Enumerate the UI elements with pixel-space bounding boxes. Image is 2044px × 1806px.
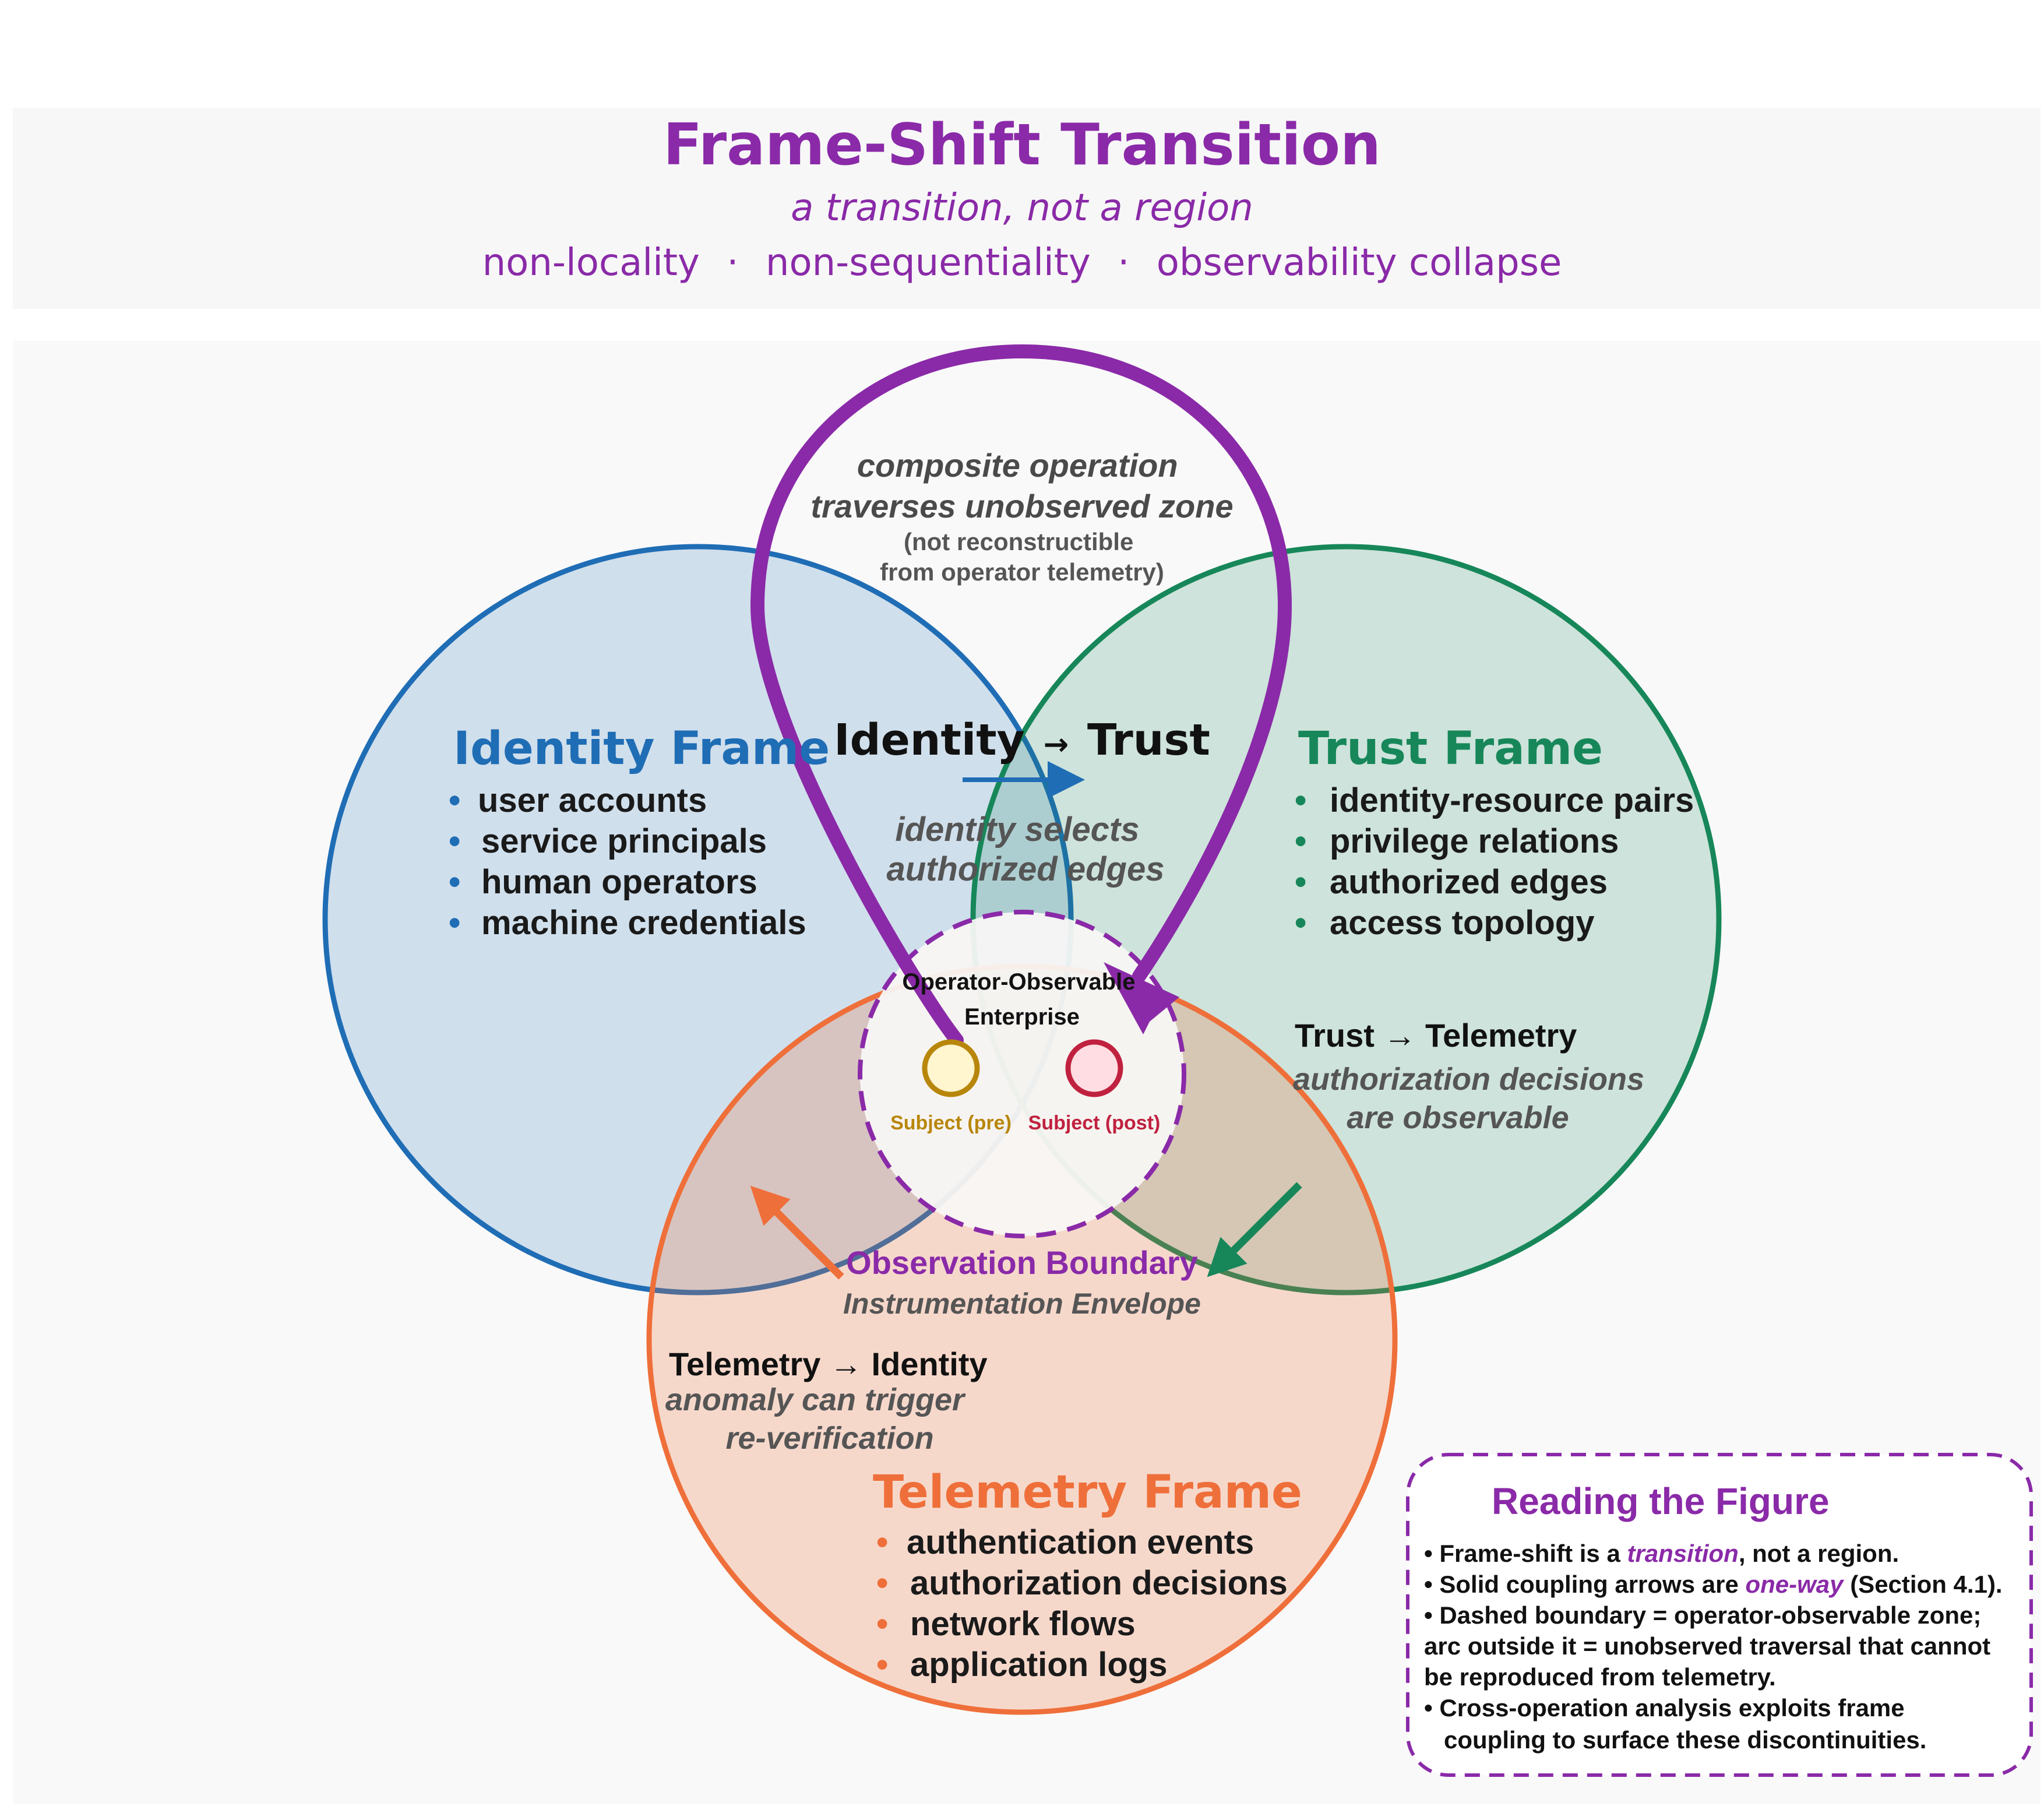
legend-line: be reproduced from telemetry. bbox=[1424, 1663, 1776, 1691]
list-bullet: • bbox=[1295, 863, 1306, 901]
legend-line: • Solid coupling arrows are one-way (Sec… bbox=[1424, 1571, 2003, 1598]
legend-line: • Dashed boundary = operator-observable … bbox=[1424, 1601, 1981, 1629]
list-bullet: • bbox=[449, 904, 460, 942]
trust-telemetry-note: authorization decisions are observable bbox=[1293, 1062, 1653, 1135]
legend-line: arc outside it = unobserved traversal th… bbox=[1424, 1632, 1990, 1660]
legend-box: Reading the Figure • Frame-shift is a tr… bbox=[1406, 1453, 2033, 1777]
keyword-line: non-locality · non-sequentiality · obser… bbox=[482, 241, 1562, 284]
keyword-non-sequentiality: non-sequentiality bbox=[766, 241, 1091, 284]
identity-frame-list: • user accounts • service principals • h… bbox=[449, 781, 806, 942]
list-item: service principals bbox=[481, 822, 767, 860]
list-item: human operators bbox=[481, 863, 757, 901]
list-bullet: • bbox=[1295, 822, 1306, 860]
arc-note: composite operation traverses unobserved… bbox=[810, 447, 1233, 524]
list-item: access topology bbox=[1330, 904, 1594, 942]
telemetry-identity-note: anomaly can trigger re-verification bbox=[665, 1382, 973, 1456]
subject-post-label: Subject (post) bbox=[1028, 1112, 1161, 1134]
legend-line: coupling to surface these discontinuitie… bbox=[1444, 1726, 1926, 1754]
list-item: application logs bbox=[910, 1646, 1168, 1684]
trust-telemetry-coupling-arrow bbox=[1207, 1182, 1302, 1277]
trust-frame-list: • identity-resource pairs • privilege re… bbox=[1295, 781, 1694, 942]
operator-observable-zone bbox=[858, 910, 1186, 1238]
list-bullet: • bbox=[1295, 904, 1306, 942]
list-bullet: • bbox=[1295, 781, 1306, 819]
identity-frame-title: Identity Frame bbox=[453, 723, 830, 775]
keyword-non-locality: non-locality bbox=[482, 241, 700, 284]
list-item: authorization decisions bbox=[910, 1564, 1288, 1602]
list-bullet: • bbox=[876, 1605, 888, 1643]
list-item: machine credentials bbox=[481, 904, 806, 942]
list-item: user accounts bbox=[478, 781, 707, 819]
unobserved-traversal-arc bbox=[750, 344, 1292, 1047]
arc-subnote: (not reconstructible from operator telem… bbox=[880, 528, 1164, 586]
keyword-separator: · bbox=[727, 241, 738, 284]
list-item: authentication events bbox=[907, 1523, 1254, 1561]
core-label: Operator-Observable Enterprise bbox=[902, 969, 1141, 1030]
legend-line: • Frame-shift is a transition, not a reg… bbox=[1424, 1540, 1899, 1567]
list-item: network flows bbox=[910, 1605, 1136, 1643]
boundary-title: Observation Boundary bbox=[846, 1244, 1198, 1281]
telemetry-identity-coupling-arrow bbox=[750, 1185, 844, 1280]
telemetry-frame-list: • authentication events • authorization … bbox=[876, 1523, 1288, 1684]
list-bullet: • bbox=[876, 1646, 888, 1684]
trust-telemetry-label: Trust → Telemetry bbox=[1295, 1017, 1577, 1054]
legend-line: • Cross-operation analysis exploits fram… bbox=[1424, 1694, 1905, 1721]
keyword-separator: · bbox=[1118, 241, 1129, 284]
list-bullet: • bbox=[449, 863, 460, 901]
subject-post-marker bbox=[1065, 1039, 1123, 1097]
list-item: privilege relations bbox=[1330, 822, 1619, 860]
identity-trust-label: Identity → Trust bbox=[834, 715, 1210, 765]
legend-border bbox=[1406, 1453, 2033, 1777]
telemetry-frame-title: Telemetry Frame bbox=[873, 1466, 1302, 1519]
boundary-subtitle: Instrumentation Envelope bbox=[843, 1287, 1201, 1320]
trust-frame-title: Trust Frame bbox=[1298, 723, 1603, 775]
list-item: authorized edges bbox=[1330, 863, 1608, 901]
list-bullet: • bbox=[449, 781, 460, 819]
subject-pre-label: Subject (pre) bbox=[890, 1112, 1012, 1134]
subject-pre-marker bbox=[922, 1039, 980, 1097]
arc-arrowhead bbox=[1104, 962, 1179, 1034]
telemetry-identity-label: Telemetry → Identity bbox=[669, 1346, 988, 1382]
header-panel bbox=[13, 108, 2041, 309]
list-bullet: • bbox=[876, 1523, 888, 1561]
list-bullet: • bbox=[449, 822, 460, 860]
page-title: Frame-Shift Transition bbox=[663, 112, 1381, 178]
list-item: identity-resource pairs bbox=[1330, 781, 1694, 819]
page-subtitle: a transition, not a region bbox=[791, 186, 1253, 230]
keyword-observability-collapse: observability collapse bbox=[1157, 241, 1562, 284]
legend-title: Reading the Figure bbox=[1492, 1480, 1830, 1522]
identity-trust-note: identity selects authorized edges bbox=[887, 811, 1165, 888]
list-bullet: • bbox=[876, 1564, 888, 1602]
